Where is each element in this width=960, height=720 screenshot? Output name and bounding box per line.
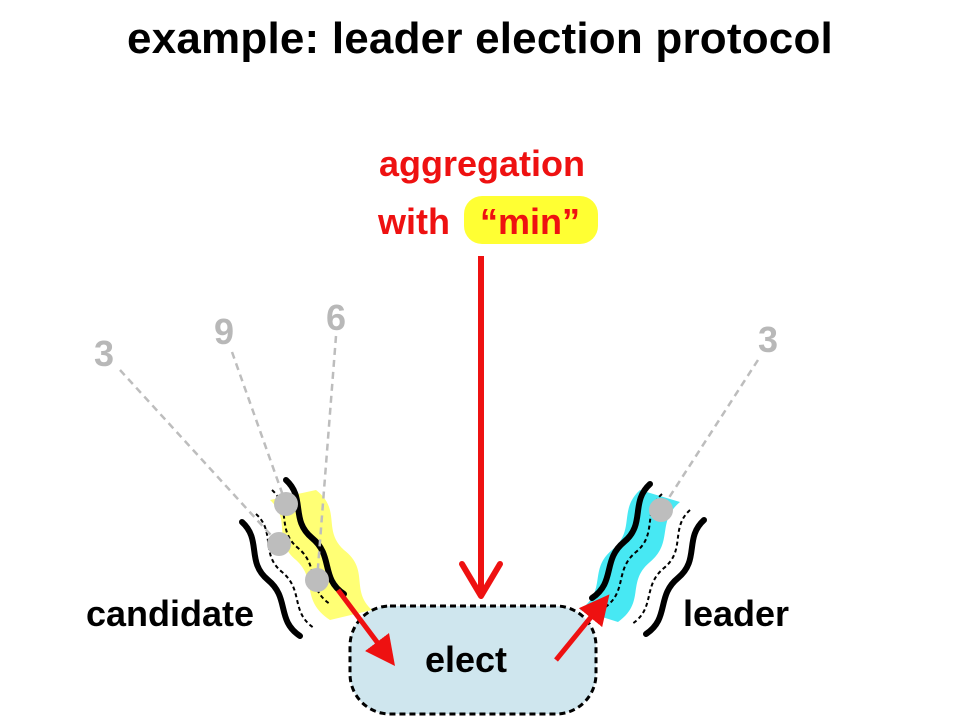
candidate-label: candidate: [86, 593, 254, 634]
candidate-wave-inner: [255, 513, 315, 629]
candidate-wave-outer: [239, 519, 303, 639]
leader-wave-inner-2: [631, 509, 691, 625]
leader-label: leader: [683, 593, 789, 634]
candidate-to-elect-arrow: [336, 588, 395, 666]
candidate-value-a: 3: [94, 333, 114, 374]
elect-to-leader-arrow: [554, 594, 610, 662]
value-line-candidate-a: [119, 369, 280, 545]
leader-wave-inner: [603, 493, 663, 609]
leader-dot-a: [649, 498, 673, 522]
leader-wave-outer: [589, 481, 653, 601]
value-line-candidate-b: [230, 351, 288, 505]
value-line-leader-a: [659, 359, 760, 511]
aggregation-min: “min”: [480, 201, 580, 242]
candidate-wave-outer-2: [283, 477, 347, 597]
value-line-candidate-c: [315, 335, 338, 581]
candidate-dot-c: [305, 568, 329, 592]
elect-box: [348, 604, 598, 716]
candidate-value-b: 9: [214, 311, 234, 352]
candidate-dot-b: [274, 492, 298, 516]
elect-label: elect: [425, 639, 507, 680]
aggregation-label: aggregation: [379, 143, 585, 184]
aggregation-arrowhead: [459, 561, 503, 599]
slide-title: example: leader election protocol: [127, 14, 833, 63]
candidate-dot-a: [267, 532, 291, 556]
leader-wave-outer-2: [643, 517, 707, 637]
leader-value-a: 3: [758, 319, 778, 360]
min-highlight: [464, 196, 598, 244]
candidate-wave-inner-2: [271, 489, 331, 605]
aggregation-with: with: [377, 201, 450, 242]
candidate-value-c: 6: [326, 297, 346, 338]
